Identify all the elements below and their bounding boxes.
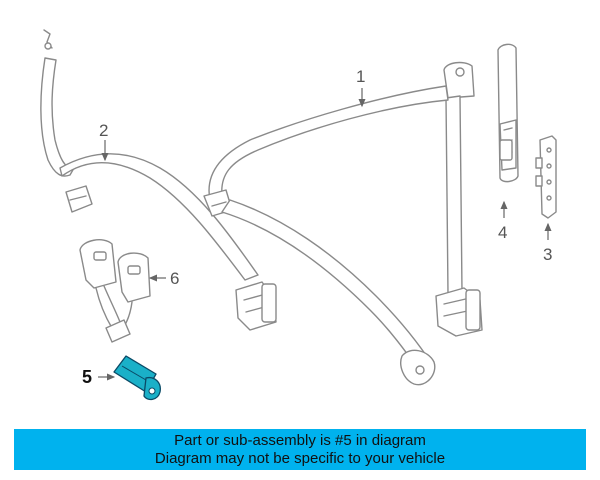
callout-3: 3 bbox=[543, 245, 552, 264]
callout-1: 1 bbox=[356, 67, 365, 86]
front-belt-assembly-part-1 bbox=[203, 61, 483, 386]
rear-belt-assembly-part-2 bbox=[40, 29, 277, 331]
callout-2: 2 bbox=[99, 121, 108, 140]
callout-6: 6 bbox=[170, 269, 179, 288]
callout-4: 4 bbox=[498, 223, 507, 242]
part-info-banner: Part or sub-assembly is #5 in diagram Di… bbox=[14, 429, 586, 470]
leader-lines bbox=[98, 88, 552, 381]
buckle-assembly-part-6 bbox=[79, 239, 151, 343]
banner-line-2: Diagram may not be specific to your vehi… bbox=[154, 449, 446, 467]
seat-belt-parts-diagram: 1 2 3 4 5 6 bbox=[40, 29, 557, 401]
buckle-part-5-highlighted bbox=[113, 355, 161, 401]
callout-5: 5 bbox=[82, 367, 92, 387]
height-adjuster-cover-part-4 bbox=[497, 43, 519, 183]
height-adjuster-rail-part-3 bbox=[535, 135, 557, 219]
banner-line-1: Part or sub-assembly is #5 in diagram bbox=[174, 431, 426, 449]
